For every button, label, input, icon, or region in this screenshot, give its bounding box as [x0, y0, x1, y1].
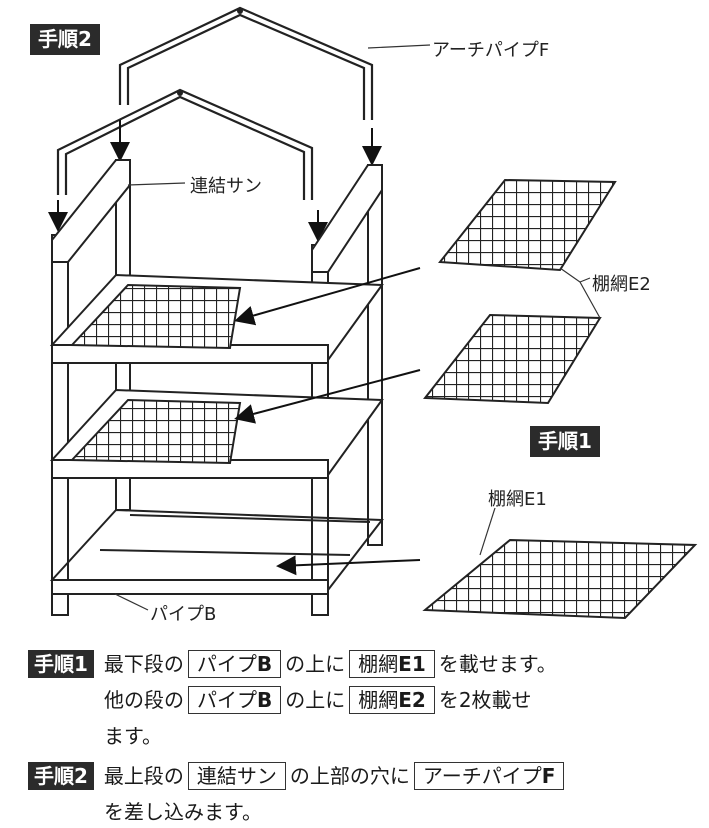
part-box-arch-pipe-f: アーチパイプF: [413, 762, 565, 790]
step1-line3: ます。: [104, 720, 162, 752]
part-box-pipe-b: パイプB: [187, 650, 282, 678]
part-name: アーチパイプ: [422, 764, 542, 788]
part-code: B: [257, 688, 273, 712]
step1-line1: 手順1 最下段の パイプB の上に 棚網E1 を載せます。: [28, 648, 557, 680]
part-box-net-e2: 棚網E2: [349, 686, 435, 714]
text: ます。: [104, 724, 162, 748]
step1-figure-tag: 手順1: [530, 426, 600, 457]
part-box-net-e1: 棚網E1: [349, 650, 435, 678]
shelf-net-e2-bottom: [423, 313, 602, 405]
part-name: 棚網: [358, 652, 399, 676]
part-box-pipe-b: パイプB: [188, 686, 282, 714]
leader-lines: [114, 44, 601, 611]
text: 他の段の: [104, 688, 184, 712]
label-shelf-net-e2: 棚網E2: [592, 274, 651, 295]
step2-line2: を差し込みます。: [104, 796, 262, 828]
insert-arrows: [48, 120, 382, 242]
text: を2枚載せ: [438, 688, 532, 712]
step1-line2: 他の段の パイプB の上に 棚網E2 を2枚載せ: [104, 684, 532, 716]
rack-frame: [51, 159, 383, 616]
step1-tag: 手順1: [28, 650, 94, 678]
shelf-net-e1: [422, 538, 698, 620]
step2-tag: 手順2: [28, 762, 94, 790]
text: の上部の穴に: [289, 764, 410, 788]
text: の上に: [285, 688, 346, 712]
shelf-level-3: [49, 508, 384, 592]
step2-figure-tag: 手順2: [30, 24, 100, 55]
text: を差し込みます。: [104, 800, 262, 824]
arch-pipe-back: [118, 6, 374, 120]
part-box-connector: 連結サン: [187, 762, 286, 790]
text: の上に: [285, 652, 346, 676]
part-code: E2: [398, 688, 426, 712]
instructions: 手順1 最下段の パイプB の上に 棚網E1 を載せます。 他の段の パイプB …: [0, 648, 709, 828]
part-name: 棚網: [358, 688, 399, 712]
label-pipe-b: パイプB: [150, 604, 217, 625]
shelf-net-e2-top: [438, 178, 617, 272]
text: 最下段の: [103, 652, 184, 676]
text: を載せます。: [438, 652, 557, 676]
part-name: パイプ: [197, 688, 257, 712]
label-connector: 連結サン: [190, 176, 262, 197]
part-code: E1: [398, 652, 426, 676]
part-code: B: [256, 652, 273, 676]
part-code: F: [541, 764, 556, 788]
assembly-illustration: [48, 6, 698, 620]
label-arch-pipe-f: アーチパイプF: [432, 40, 550, 61]
label-shelf-net-e1: 棚網E1: [488, 489, 547, 510]
part-name: 連結サン: [196, 764, 277, 788]
step2-line1: 手順2 最上段の 連結サン の上部の穴に アーチパイプF: [28, 760, 568, 792]
text: 最上段の: [103, 764, 184, 788]
part-name: パイプ: [196, 652, 257, 676]
placement-arrows: [234, 267, 421, 576]
